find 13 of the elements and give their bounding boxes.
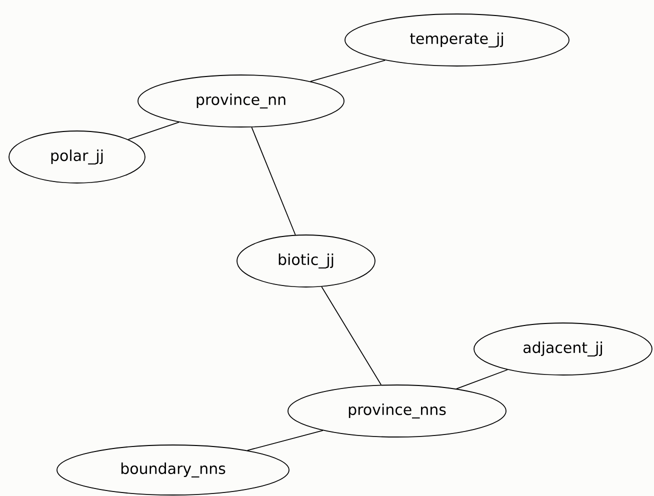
connector-line [321,286,382,386]
connector-line [456,369,508,390]
ellipse-node: boundary_nns [56,444,290,496]
connector-line [246,430,324,451]
connector-line [310,60,386,82]
ellipse-node: province_nns [288,384,506,438]
ellipse-node: temperate_jj [344,14,570,66]
connector-line [128,122,180,140]
ellipse-node: province_nn [138,74,344,128]
ellipse-node: adjacent_jj [474,322,652,376]
ellipse-node: polar_jj [8,130,146,184]
ellipse-node: biotic_jj [236,234,376,288]
connector-line [251,126,296,236]
